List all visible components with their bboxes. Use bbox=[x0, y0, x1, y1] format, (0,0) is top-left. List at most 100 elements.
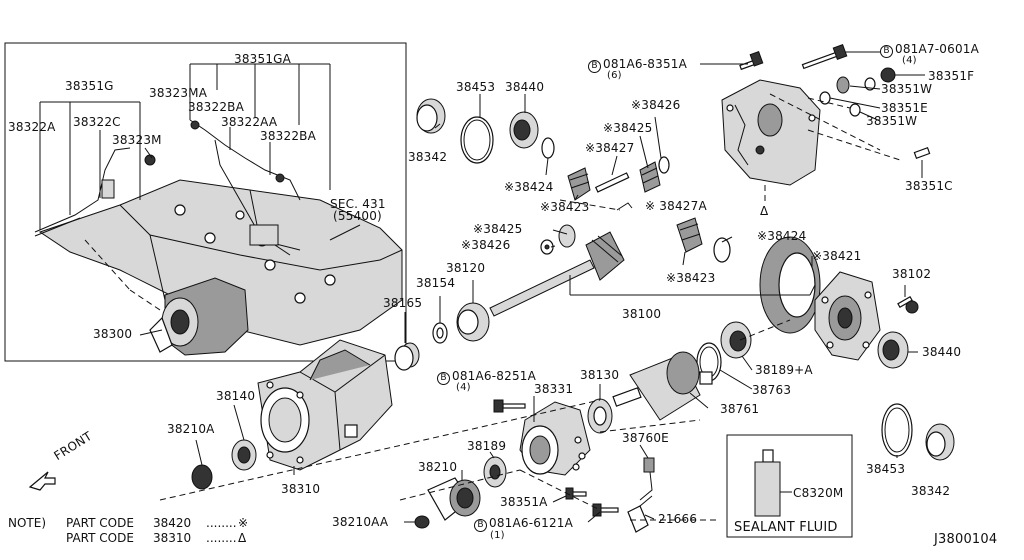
callout-38322BA-1: 38322BA bbox=[188, 100, 245, 114]
clip-21666 bbox=[627, 495, 653, 533]
ring-gear bbox=[759, 236, 821, 334]
bearing-38440-right bbox=[877, 331, 909, 369]
callout-38140: 38140 bbox=[216, 389, 256, 403]
callout-38426-top: ※38426 bbox=[631, 98, 681, 112]
seal-38342-bottom bbox=[925, 423, 955, 461]
callout-38440-top: 38440 bbox=[505, 80, 545, 94]
seal-38342-top bbox=[416, 98, 446, 134]
inset-leaders bbox=[39, 63, 361, 336]
callout-38351W-2: 38351W bbox=[866, 114, 918, 128]
note-row2-dots: ........ bbox=[206, 531, 237, 545]
pinion-gear-38423-top bbox=[567, 167, 591, 201]
callout-38351F: 38351F bbox=[928, 69, 975, 83]
final-drive-housing bbox=[257, 339, 393, 471]
diagram-id: J3800104 bbox=[934, 532, 998, 547]
delta-marker: Δ bbox=[760, 204, 769, 218]
callout-38423-top: ※38423 bbox=[540, 200, 590, 214]
callout-38424-top: ※38424 bbox=[504, 180, 554, 194]
callout-38342-top: 38342 bbox=[408, 150, 448, 164]
callout-38440-right: 38440 bbox=[922, 345, 962, 359]
breather-hoses bbox=[34, 119, 301, 256]
callout-C8320M: C8320M bbox=[793, 486, 844, 500]
callout-38154: 38154 bbox=[416, 276, 456, 290]
washer-38351W-lower bbox=[849, 103, 861, 117]
callout-38426-mid: ※38426 bbox=[461, 238, 511, 252]
callout-38100: 38100 bbox=[622, 307, 662, 321]
note-row1-dots: ........ bbox=[206, 516, 237, 530]
callout-38761: 38761 bbox=[720, 402, 760, 416]
callout-38210: 38210 bbox=[418, 460, 458, 474]
callout-38351C: 38351C bbox=[905, 179, 953, 193]
callout-21666: 21666 bbox=[658, 512, 698, 526]
callout-38453-bottom: 38453 bbox=[866, 462, 906, 476]
qty-bolt-081A6-8351A: (6) bbox=[607, 70, 622, 81]
callout-38210AA: 38210AA bbox=[332, 515, 389, 529]
oil-seal-38165 bbox=[394, 342, 420, 371]
washer-38426-top bbox=[658, 156, 670, 174]
callout-38453-top: 38453 bbox=[456, 80, 496, 94]
side-gear-38423 bbox=[676, 217, 703, 253]
callout-38210A: 38210A bbox=[167, 422, 215, 436]
circle-b-icon: B bbox=[880, 45, 893, 58]
callout-38351G: 38351G bbox=[65, 79, 114, 93]
note-row1-code: 38420 bbox=[153, 516, 192, 530]
rear-cover bbox=[721, 79, 821, 186]
note-row2-symbol: Δ bbox=[238, 531, 247, 545]
callout-38760E: 38760E bbox=[622, 431, 669, 445]
circle-b-icon: B bbox=[437, 372, 450, 385]
callout-38323M: 38323M bbox=[112, 133, 162, 147]
bolt-081A6-8251A bbox=[493, 399, 526, 413]
shim-38453-top bbox=[460, 116, 494, 164]
qty-bolt-081A7-0601A: (4) bbox=[902, 55, 917, 66]
callout-38300: 38300 bbox=[93, 327, 133, 341]
differential-case-38421 bbox=[814, 271, 881, 361]
bolt-38351A bbox=[565, 487, 587, 500]
pinion-shaft-38427 bbox=[594, 172, 630, 193]
inset-frame bbox=[4, 42, 407, 362]
sealant-fluid-label: SEALANT FLUID bbox=[734, 520, 838, 535]
section-ref: SEC. 431 bbox=[330, 197, 386, 211]
drive-pinion bbox=[489, 231, 625, 317]
note-title: NOTE) bbox=[8, 516, 47, 530]
callout-38351GA: 38351GA bbox=[234, 52, 292, 66]
callout-38310: 38310 bbox=[281, 482, 321, 496]
note-row2-code: 38310 bbox=[153, 531, 192, 545]
callout-38120: 38120 bbox=[446, 261, 486, 275]
callout-38351A: 38351A bbox=[500, 495, 548, 509]
lock-pin-38427A bbox=[616, 202, 633, 211]
callout-38351E: 38351E bbox=[881, 101, 928, 115]
washer-38424-top bbox=[541, 137, 555, 159]
callout-38427A: ※ 38427A bbox=[645, 199, 707, 213]
callout-38342-bottom: 38342 bbox=[911, 484, 951, 498]
circle-b-icon: B bbox=[474, 519, 487, 532]
callout-38351W-1: 38351W bbox=[881, 82, 933, 96]
callout-38189: 38189 bbox=[467, 439, 507, 453]
note-row1-label: PART CODE bbox=[66, 516, 134, 530]
sealant-box bbox=[726, 434, 853, 538]
plug-38351E bbox=[819, 91, 831, 105]
bolt-081A6-6121A bbox=[592, 503, 619, 517]
sealant-tube bbox=[754, 449, 781, 517]
pinion-gear-38425-top bbox=[639, 161, 661, 193]
callout-38322BA-2: 38322BA bbox=[260, 129, 317, 143]
bearing-38120 bbox=[456, 302, 490, 342]
callout-38322AA: 38322AA bbox=[221, 115, 278, 129]
callout-38427: ※38427 bbox=[585, 141, 635, 155]
leader-lines bbox=[195, 51, 925, 523]
callout-38424-mid: ※38424 bbox=[757, 229, 807, 243]
side-retainer-38331 bbox=[519, 401, 591, 476]
note-row1-symbol: ※ bbox=[238, 516, 249, 530]
bearing-38130 bbox=[587, 398, 613, 434]
callout-38130: 38130 bbox=[580, 368, 620, 382]
side-gear-38425 bbox=[558, 224, 576, 248]
callout-38421: ※38421 bbox=[812, 249, 862, 263]
vent-38760E bbox=[639, 457, 655, 501]
callout-38331: 38331 bbox=[534, 382, 574, 396]
callout-38322A: 38322A bbox=[8, 120, 56, 134]
callout-38322C: 38322C bbox=[73, 115, 121, 129]
